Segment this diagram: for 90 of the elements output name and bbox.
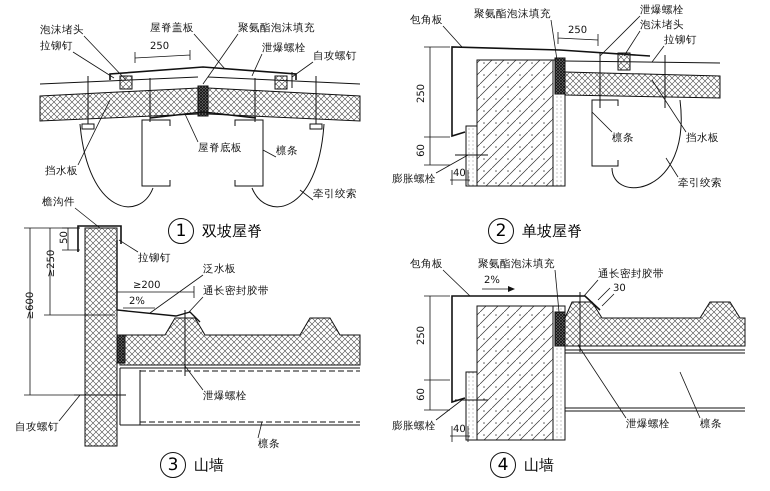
leader-line — [252, 54, 262, 76]
part-label: 檩条 — [258, 438, 280, 450]
dimension-text: ≥200 — [133, 280, 160, 291]
leader-line — [202, 34, 238, 84]
part-label: 泄爆螺栓 — [203, 390, 247, 402]
dimension-text: 60 — [416, 388, 427, 401]
detail-caption: 双坡屋脊 — [202, 222, 262, 240]
leader-line — [554, 270, 560, 312]
part-label: 屋脊盖板 — [150, 22, 194, 34]
part-label: 聚氨酯泡沫填充 — [238, 22, 315, 34]
leader-line — [436, 400, 462, 420]
leader-line — [58, 394, 80, 422]
leader-line — [624, 30, 640, 56]
part-label: 屋脊底板 — [198, 142, 242, 154]
dimension-text: 2% — [484, 275, 500, 286]
dimension-text: 250 — [150, 41, 170, 52]
part-label: 包角板 — [410, 14, 443, 26]
part-label: 檩条 — [700, 418, 722, 430]
gable-wall-section-drawing — [451, 292, 746, 440]
ridge-section-drawing — [40, 66, 360, 208]
leader-line — [300, 190, 314, 200]
leader-line — [550, 20, 558, 60]
part-label: 牵引绞索 — [313, 188, 357, 200]
dimension-text: 250 — [416, 84, 428, 104]
leader-line — [184, 366, 204, 390]
part-label: 檐沟件 — [42, 196, 75, 208]
part-label: 泄爆螺栓 — [626, 418, 670, 430]
detail-caption: 山墙 — [524, 456, 554, 474]
leader-line — [592, 112, 612, 132]
leader-line — [652, 46, 664, 62]
leader-line — [72, 52, 114, 78]
leader-line — [600, 16, 640, 56]
ridge-section-drawing — [451, 46, 720, 188]
dimension-text: 2% — [129, 296, 145, 307]
detail-caption: 单坡屋脊 — [522, 222, 582, 240]
part-label: 通长密封胶带 — [598, 268, 664, 280]
part-label: 自攻螺钉 — [313, 50, 357, 62]
part-label: 膨胀螺栓 — [392, 420, 436, 432]
dimension-text: 250 — [568, 25, 588, 36]
leader-line — [292, 62, 314, 78]
dimension-text: 250 — [416, 326, 428, 346]
part-label: 泡沫堵头 — [40, 24, 84, 36]
dimension-text: 50 — [58, 231, 70, 244]
detail-number-circle: 3 — [160, 452, 186, 478]
leader-line — [262, 150, 276, 158]
dimension-text: ≥250 — [46, 250, 58, 278]
leader-line — [578, 344, 626, 418]
part-label: 挡水板 — [45, 165, 78, 177]
leader-line — [78, 100, 110, 166]
leader-line — [584, 280, 598, 296]
dimension-text: 60 — [416, 144, 427, 157]
part-label: 聚氨酯泡沫填充 — [478, 258, 555, 270]
part-label: 檩条 — [612, 132, 634, 144]
part-label: 泛水板 — [203, 263, 236, 275]
part-label: 泄爆螺栓 — [640, 4, 684, 16]
leader-line — [184, 114, 198, 142]
leader-line — [118, 240, 138, 252]
part-label: 拉铆钉 — [40, 40, 73, 52]
part-label: 檩条 — [276, 145, 298, 157]
leader-line — [442, 270, 470, 296]
leader-line — [258, 422, 262, 438]
part-label: 泡沫堵头 — [640, 19, 684, 31]
part-label: 膨胀螺栓 — [392, 173, 436, 185]
part-label: 挡水板 — [686, 132, 719, 144]
part-label: 拉铆钉 — [138, 252, 171, 264]
leader-line — [188, 296, 204, 312]
leader-line — [74, 208, 100, 228]
detail-caption: 山墙 — [194, 456, 224, 474]
part-label: 牵引绞索 — [678, 177, 722, 189]
detail-number-circle: 4 — [490, 452, 516, 478]
detail-number-circle: 1 — [168, 218, 194, 244]
leader-line — [194, 34, 226, 70]
leader-line — [652, 80, 686, 132]
part-label: 通长密封胶带 — [203, 285, 269, 297]
leader-line — [84, 36, 126, 80]
part-label: 聚氨酯泡沫填充 — [474, 8, 551, 20]
part-label: 泄爆螺栓 — [262, 42, 306, 54]
leader-line — [436, 154, 468, 174]
dimension-text: 40 — [453, 424, 466, 435]
detail-number-circle: 2 — [488, 218, 514, 244]
dimension-text: ≥600 — [25, 292, 36, 320]
part-label: 拉铆钉 — [664, 34, 697, 46]
leader-line — [442, 26, 462, 48]
leader-line — [150, 274, 204, 314]
dimension-text: 40 — [453, 168, 466, 179]
part-label: 自攻螺钉 — [15, 421, 59, 433]
leader-line — [666, 158, 678, 178]
leader-line — [680, 372, 700, 418]
part-label: 包角板 — [410, 258, 443, 270]
dimension-text: 30 — [613, 283, 626, 294]
